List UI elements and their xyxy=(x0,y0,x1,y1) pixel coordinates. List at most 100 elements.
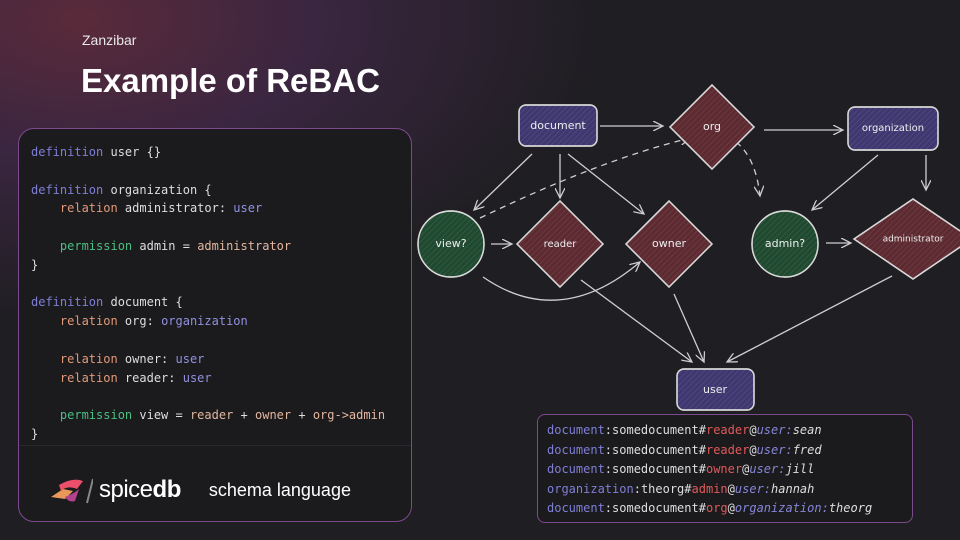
tuple-part: # xyxy=(698,423,706,437)
tuple-part: user xyxy=(756,442,786,457)
svg-text:administrator: administrator xyxy=(883,235,944,245)
code-line: relation org: organization xyxy=(31,312,385,331)
svg-text:document: document xyxy=(530,119,586,132)
tuple-part: admin xyxy=(691,481,728,496)
tuple-part: reader xyxy=(705,423,750,437)
tuple-part: owner xyxy=(705,462,743,476)
tuple-part: : xyxy=(604,442,613,457)
code-token: definition xyxy=(31,295,104,310)
tuple-part: @ xyxy=(749,442,757,457)
tuple-part: hannah xyxy=(771,481,815,496)
tuple-part: @ xyxy=(727,501,735,515)
tuple-part: jill xyxy=(785,462,815,476)
code-token: } xyxy=(31,426,39,441)
code-token: view = xyxy=(132,408,190,423)
code-token: definition xyxy=(31,145,104,159)
tuple-part: org xyxy=(705,501,728,515)
tuple-part: somedocument xyxy=(612,442,699,457)
code-line: relation administrator: user xyxy=(31,199,385,218)
svg-text:org: org xyxy=(703,120,721,133)
tuple-part: user xyxy=(756,423,786,437)
tuple-row: document:somedocument#reader@user:sean xyxy=(547,421,903,441)
tuple-part: sean xyxy=(792,423,822,437)
edge-view-owner xyxy=(482,262,640,301)
code-token: owner: xyxy=(117,351,176,366)
divider xyxy=(19,445,411,446)
tuple-part: : xyxy=(763,481,772,496)
spicedb-wordmark: spicedb xyxy=(99,476,181,504)
code-token: relation xyxy=(59,314,118,329)
node-organization: organization xyxy=(847,106,939,151)
code-token: owner xyxy=(255,408,292,423)
node-administrator: administrator xyxy=(852,198,960,280)
edge-administrator-user xyxy=(727,275,893,362)
code-token: + xyxy=(291,408,313,423)
tuple-part: document xyxy=(547,501,605,515)
code-token: organization { xyxy=(103,182,212,197)
node-org: org xyxy=(669,84,755,170)
code-line: relation reader: user xyxy=(31,369,385,388)
code-token: user xyxy=(233,201,263,216)
slide-title: Example of ReBAC xyxy=(81,62,380,99)
schema-code: definition user {} definition organizati… xyxy=(31,143,385,444)
node-document: document xyxy=(518,104,598,147)
tuple-part: # xyxy=(698,442,706,457)
code-token: permission xyxy=(59,238,133,253)
schema-code-panel: definition user {} definition organizati… xyxy=(18,128,412,522)
tuple-part: somedocument xyxy=(612,462,699,476)
svg-text:reader: reader xyxy=(544,239,578,250)
node-user: user xyxy=(676,368,755,411)
tuple-part: reader xyxy=(705,442,750,457)
code-token: user xyxy=(175,351,205,366)
tuple-row: document:somedocument#owner@user:jill xyxy=(547,460,903,480)
tuple-part: : xyxy=(785,442,793,457)
tuple-part: somedocument xyxy=(612,423,699,437)
code-token: administrator xyxy=(197,238,292,253)
spicedb-logo: spicedb schema language xyxy=(43,475,351,505)
tuple-part: # xyxy=(698,462,706,476)
code-token: permission xyxy=(59,408,133,423)
code-token: document { xyxy=(103,295,183,310)
tuple-row: document:somedocument#reader@user:fred xyxy=(547,441,903,461)
tuple-part: document xyxy=(547,442,605,457)
wordmark-bold: db xyxy=(152,476,182,503)
edge-document-view xyxy=(474,153,533,210)
edge-view-org-dashed xyxy=(479,138,690,219)
node-view: view? xyxy=(417,210,485,278)
footer-subtitle: schema language xyxy=(208,479,351,500)
tuple-part: : xyxy=(633,481,641,496)
wordmark-light: spice xyxy=(99,476,153,503)
nodes: document org organization view? reader o… xyxy=(417,84,960,411)
tuple-part: fred xyxy=(792,442,822,457)
svg-text:admin?: admin? xyxy=(765,237,805,250)
svg-text:user: user xyxy=(703,383,727,396)
code-token: organization xyxy=(161,314,248,329)
tuple-part: document xyxy=(547,462,605,476)
node-reader: reader xyxy=(516,200,604,288)
tuple-part: # xyxy=(684,481,692,496)
tuple-part: : xyxy=(778,462,786,476)
tuple-part: : xyxy=(604,423,613,437)
tuple-part: @ xyxy=(749,423,757,437)
code-token: org->admin xyxy=(312,408,386,423)
code-token: org: xyxy=(117,314,162,329)
code-token: relation xyxy=(59,370,118,385)
code-token: user xyxy=(182,370,212,385)
code-line: definition organization { xyxy=(31,181,385,200)
tuple-part: : xyxy=(604,501,613,515)
code-token: relation xyxy=(59,351,118,366)
tuple-part: # xyxy=(698,501,706,515)
tuple-part: organization xyxy=(734,501,822,515)
edge-owner-user xyxy=(673,293,704,362)
code-line: permission admin = administrator xyxy=(31,237,385,256)
code-token: admin = xyxy=(132,238,198,253)
tuple-part: theorg xyxy=(828,501,873,515)
node-owner: owner xyxy=(625,200,713,288)
tuple-part: somedocument xyxy=(612,501,699,515)
code-token: administrator: xyxy=(117,201,234,216)
tuple-part: theorg xyxy=(640,481,685,496)
code-token: reader: xyxy=(117,370,183,385)
tuple-part: organization xyxy=(547,481,634,496)
